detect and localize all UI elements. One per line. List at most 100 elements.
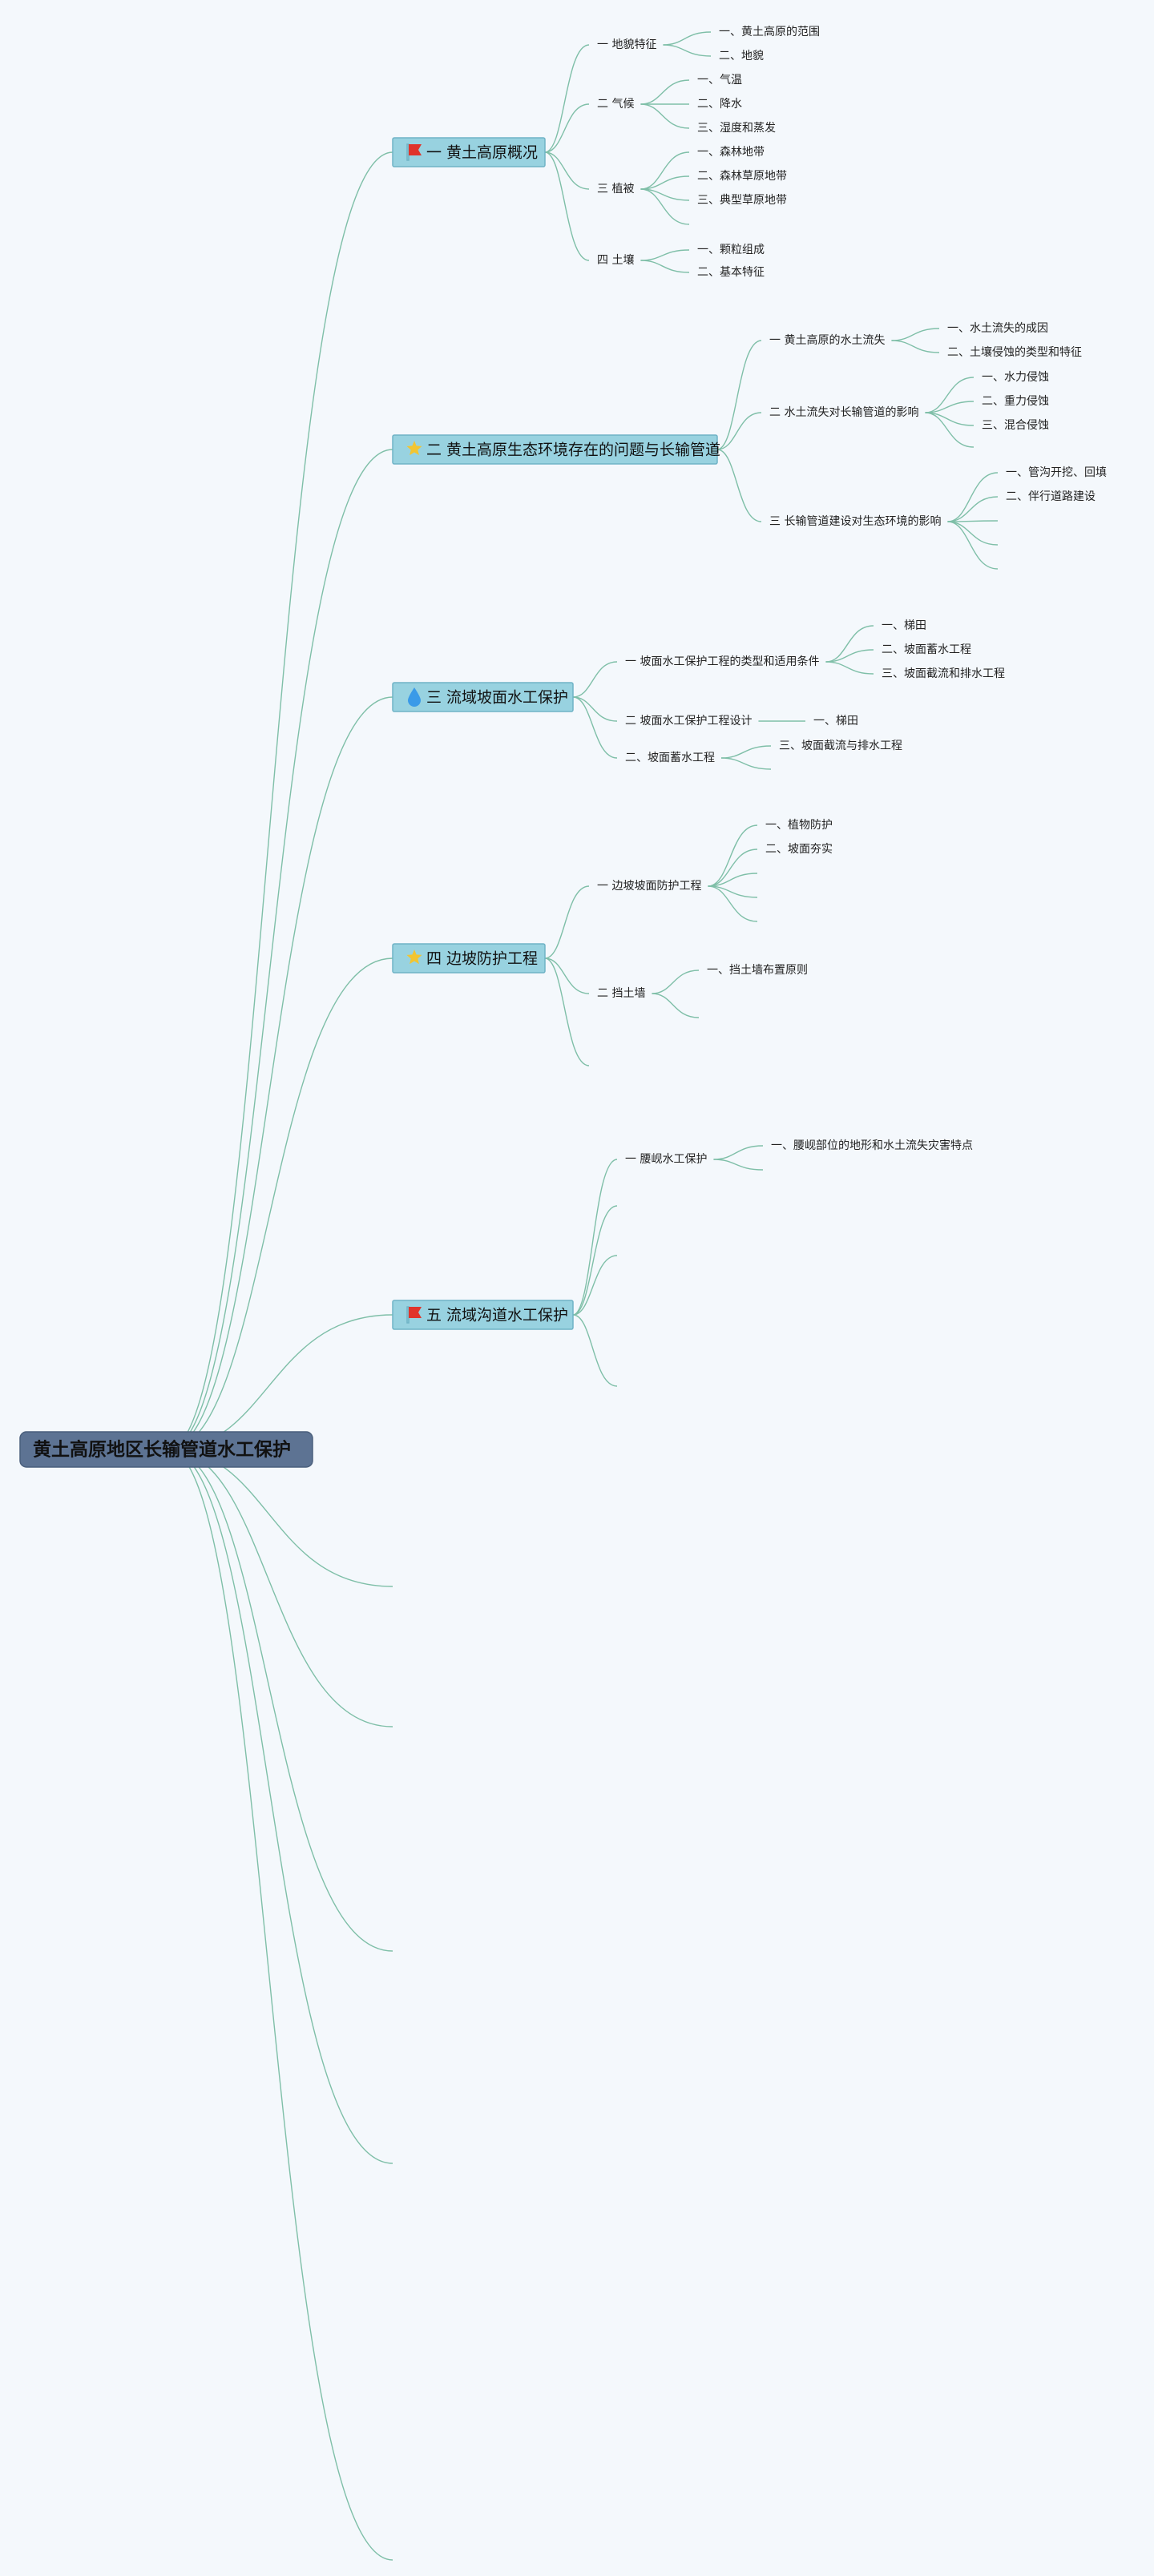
main-topic-label: 二 黄土高原生态环境存在的问题与长输管道 xyxy=(426,441,720,459)
leaf-label[interactable]: 一、植物防护 xyxy=(765,819,833,832)
subtopic-label[interactable]: 二 水土流失对长输管道的影响 xyxy=(769,406,918,419)
root-branch-empty xyxy=(167,1449,393,2164)
mind-map-nodes: 黄土高原地区长输管道水工保护 一 黄土高原概况 一 地貌特征 一、黄土高原的范围二、地… xyxy=(19,25,1107,1468)
sub-branch xyxy=(544,151,590,261)
root-branch-empty xyxy=(167,1449,393,1952)
leaf-branch xyxy=(640,79,690,105)
leaf-label[interactable]: 三、坡面截流与排水工程 xyxy=(779,740,902,752)
leaf-branch xyxy=(640,175,690,190)
leaf-branch xyxy=(947,472,999,522)
leaf-branch xyxy=(713,1159,764,1171)
leaf-branch xyxy=(891,340,940,353)
root-branch-2 xyxy=(167,449,393,1450)
root-branch-empty xyxy=(167,1449,393,2561)
leaf-label[interactable]: 二、土壤侵蚀的类型和特征 xyxy=(947,345,1082,359)
main-topic-5[interactable]: 五 流域沟道水工保护 xyxy=(392,1300,574,1330)
sub-branch xyxy=(572,1255,618,1316)
sub-branch xyxy=(544,957,590,1066)
leaf-branch xyxy=(825,649,874,663)
leaf-label[interactable]: 一、黄土高原的范围 xyxy=(719,25,820,38)
leaf-branch xyxy=(708,873,758,887)
root-branch-5 xyxy=(167,1314,393,1450)
root-topic[interactable]: 黄土高原地区长输管道水工保护 xyxy=(19,1431,313,1468)
leaf-label[interactable]: 三、坡面截流和排水工程 xyxy=(882,667,1005,680)
leaf-branch xyxy=(708,849,758,887)
subtopic-label[interactable]: 一 腰岘水工保护 xyxy=(625,1153,707,1166)
sub-branch xyxy=(572,1159,618,1316)
leaf-label[interactable]: 一、梯田 xyxy=(813,715,858,728)
leaf-label[interactable]: 二、伴行道路建设 xyxy=(1006,490,1095,503)
leaf-label[interactable]: 三、混合侵蚀 xyxy=(982,418,1049,432)
leaf-label[interactable]: 二、降水 xyxy=(697,98,742,111)
main-topic-label: 三 流域坡面水工保护 xyxy=(426,689,568,707)
main-topic-2[interactable]: 二 黄土高原生态环境存在的问题与长输管道 xyxy=(392,434,720,465)
subtopic-label[interactable]: 二 坡面水工保护工程设计 xyxy=(625,715,752,728)
leaf-branch xyxy=(925,401,974,413)
leaf-branch xyxy=(640,188,690,225)
sub-branch xyxy=(716,412,762,450)
leaf-branch xyxy=(640,260,690,273)
subtopic-label[interactable]: 三 植被 xyxy=(597,183,634,196)
leaf-label[interactable]: 一、挡土墙布置原则 xyxy=(707,964,808,977)
leaf-label[interactable]: 三、湿度和蒸发 xyxy=(697,122,776,135)
sub-branch xyxy=(544,44,590,153)
main-topic-4[interactable]: 四 边坡防护工程 xyxy=(392,943,546,974)
red-flag-icon xyxy=(406,1306,422,1324)
root-branch-3 xyxy=(167,696,393,1450)
leaf-branch xyxy=(947,521,999,546)
main-topic-label: 一 黄土高原概况 xyxy=(426,144,538,162)
leaf-branch xyxy=(925,412,974,448)
leaf-label[interactable]: 一、森林地带 xyxy=(697,146,765,159)
leaf-label[interactable]: 一、梯田 xyxy=(882,619,926,632)
sub-branch xyxy=(572,696,618,759)
leaf-label[interactable]: 二、重力侵蚀 xyxy=(982,394,1049,408)
leaf-label[interactable]: 一、管沟开挖、回填 xyxy=(1006,466,1107,479)
leaf-label[interactable]: 一、腰岘部位的地形和水土流失灾害特点 xyxy=(771,1139,973,1152)
subtopic-label[interactable]: 二 气候 xyxy=(597,98,634,111)
main-topic-label: 五 流域沟道水工保护 xyxy=(426,1307,568,1324)
leaf-label[interactable]: 二、坡面蓄水工程 xyxy=(882,643,971,656)
leaf-branch xyxy=(640,151,690,190)
root-branch-1 xyxy=(167,151,393,1450)
leaf-label[interactable]: 二、坡面夯实 xyxy=(765,843,833,856)
leaf-branch xyxy=(947,521,999,570)
leaf-label[interactable]: 一、水力侵蚀 xyxy=(982,370,1049,384)
leaf-branch xyxy=(708,824,758,887)
leaf-branch xyxy=(947,496,999,522)
main-topic-1[interactable]: 一 黄土高原概况 xyxy=(392,137,546,167)
root-branch-empty xyxy=(167,1449,393,1727)
leaf-branch xyxy=(708,885,758,922)
leaf-label[interactable]: 三、典型草原地带 xyxy=(697,194,787,207)
leaf-label[interactable]: 一、颗粒组成 xyxy=(697,244,765,256)
root-branch-4 xyxy=(167,957,393,1450)
leaf-branch xyxy=(825,625,874,663)
subtopic-label[interactable]: 二 挡土墙 xyxy=(597,987,645,1000)
subtopic-label[interactable]: 一 坡面水工保护工程的类型和适用条件 xyxy=(625,655,819,668)
root-branch-empty xyxy=(167,1449,393,1587)
sub-branch xyxy=(544,151,590,190)
leaf-branch xyxy=(720,745,772,759)
red-flag-icon xyxy=(406,143,422,161)
subtopic-label[interactable]: 一 边坡坡面防护工程 xyxy=(597,880,701,893)
leaf-branch xyxy=(663,31,712,46)
root-topic-label: 黄土高原地区长输管道水工保护 xyxy=(33,1439,291,1461)
subtopic-label[interactable]: 四 土壤 xyxy=(597,253,634,267)
main-topic-3[interactable]: 三 流域坡面水工保护 xyxy=(392,682,574,712)
leaf-label[interactable]: 二、森林草原地带 xyxy=(697,170,787,183)
leaf-branch xyxy=(652,970,700,994)
leaf-branch xyxy=(825,661,874,675)
subtopic-label[interactable]: 二、坡面蓄水工程 xyxy=(625,752,715,764)
leaf-label[interactable]: 一、气温 xyxy=(697,74,742,87)
leaf-label[interactable]: 二、地貌 xyxy=(719,50,764,62)
leaf-label[interactable]: 一、水土流失的成因 xyxy=(947,322,1048,335)
leaf-branch xyxy=(663,44,712,57)
leaf-branch xyxy=(720,757,772,770)
leaf-branch xyxy=(652,993,700,1018)
subtopic-label[interactable]: 一 黄土高原的水土流失 xyxy=(769,333,885,347)
subtopic-label[interactable]: 一 地貌特征 xyxy=(597,38,656,51)
leaf-label[interactable]: 二、基本特征 xyxy=(697,265,765,279)
sub-branch xyxy=(544,103,590,153)
subtopic-label[interactable]: 三 长输管道建设对生态环境的影响 xyxy=(769,515,941,528)
water-drop-icon xyxy=(408,687,421,707)
